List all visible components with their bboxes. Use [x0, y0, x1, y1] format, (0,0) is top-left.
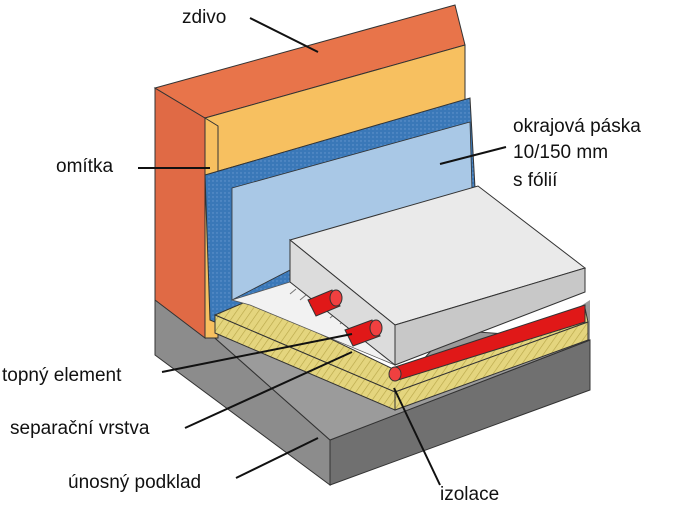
- leader-lines: [138, 17, 507, 486]
- heating-pipe-lower: [344, 319, 383, 347]
- leader-separacni: [184, 351, 353, 429]
- leader-zdivo: [249, 17, 319, 53]
- label-okrajova-line2: 10/150 mm: [513, 142, 609, 163]
- leader-unosny: [235, 437, 319, 479]
- label-omitka: omítka: [56, 156, 114, 177]
- screed-side: [394, 267, 586, 366]
- insulation-side: [394, 321, 589, 411]
- leader-okrajova: [439, 146, 507, 165]
- leader-izolace: [393, 387, 441, 486]
- label-unosny-podklad: únosný podklad: [68, 472, 202, 493]
- label-zdivo: zdivo: [182, 7, 227, 28]
- label-izolace: izolace: [440, 484, 500, 505]
- label-okrajova-line1: okrajová páska: [513, 116, 641, 137]
- label-okrajova-line3: s fólií: [513, 170, 558, 191]
- heating-pipe-upper: [307, 289, 343, 317]
- leader-topny: [161, 333, 353, 373]
- wall-side-face: [154, 87, 206, 340]
- heating-pipe-long: [388, 304, 586, 382]
- label-topny-element: topný element: [2, 365, 122, 386]
- label-separacni-vrstva: separační vrstva: [10, 418, 150, 439]
